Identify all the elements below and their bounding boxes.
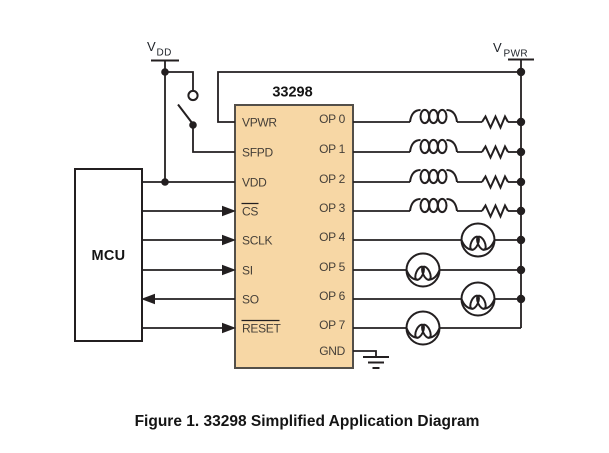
lamp-load-op4 (353, 222, 521, 258)
pin-label-op6: OP 6 (319, 289, 346, 303)
pin-label-reset: RESET (242, 322, 281, 336)
lamp-load-op5 (353, 252, 521, 288)
mcu-label: MCU (92, 248, 126, 264)
si-wire (142, 264, 236, 276)
vdd-supply: V DD (147, 39, 179, 186)
arrowhead-left (141, 293, 155, 305)
vdd-label-sub: DD (157, 48, 172, 59)
switch-pole-dot (189, 121, 197, 129)
lamp-icon (460, 222, 496, 258)
sclk-wire (142, 234, 236, 246)
lamp-load-op7 (353, 310, 521, 346)
so-wire (141, 293, 235, 305)
chip-33298-box (234, 104, 354, 369)
vpwr-supply: V PWR (493, 40, 534, 328)
lamp-load-op6 (353, 281, 521, 317)
sfpd-wire (192, 126, 235, 153)
inductor-resistor-load-op1 (352, 138, 522, 159)
sfpd-switch (165, 71, 235, 153)
lamp-icon (405, 252, 441, 288)
switch-blade (177, 103, 194, 125)
figure-caption: Figure 1. 33298 Simplified Application D… (135, 413, 480, 430)
inductor-resistor-load-op0 (352, 108, 522, 129)
pin-label-so: SO (242, 293, 259, 307)
arrowhead-right (222, 234, 236, 246)
vpwr-label: V (493, 40, 502, 55)
chip-title: 33298 (272, 85, 312, 101)
pin-label-cs: CS (242, 205, 258, 219)
vdd-label: V (147, 39, 156, 54)
inductor-resistor-load-op3 (352, 197, 522, 218)
arrowhead-right (222, 205, 236, 217)
switch-contact-circle (187, 89, 199, 102)
pin-label-gnd: GND (319, 344, 345, 358)
chip-left-pin-labels: VPWR SFPD VDD CS SCLK SI SO RESET (241, 116, 282, 336)
pin-label-op5: OP 5 (319, 260, 346, 274)
vpwr-label-sub: PWR (504, 49, 529, 60)
lamp-icon (460, 281, 496, 317)
vpwr-rail-junction-dots (516, 117, 526, 304)
pin-label-op0: OP 0 (319, 112, 346, 126)
switch-feed-wire (165, 71, 194, 91)
lamp-icon (405, 310, 441, 346)
pin-label-op1: OP 1 (319, 142, 346, 156)
vpwr-pin-wire (217, 71, 521, 123)
pin-label-sfpd: SFPD (242, 146, 273, 160)
pin-label-sclk: SCLK (242, 234, 272, 248)
chip-right-pin-labels: OP 0 OP 1 OP 2 OP 3 OP 4 OP 5 OP 6 OP 7 … (319, 112, 346, 358)
pin-label-vdd: VDD (242, 176, 267, 190)
junction-dot (516, 67, 526, 77)
arrowhead-right (222, 264, 236, 276)
reset-wire (142, 322, 236, 334)
ground-symbol (353, 350, 389, 369)
arrowhead-right (222, 322, 236, 334)
pin-label-op4: OP 4 (319, 230, 346, 244)
pin-label-op3: OP 3 (319, 201, 346, 215)
pin-label-si: SI (242, 264, 253, 278)
inductor-resistor-load-op2 (352, 168, 522, 189)
mcu-box (74, 168, 143, 342)
pin-label-vpwr: VPWR (242, 116, 277, 130)
pin-label-op7: OP 7 (319, 318, 346, 332)
cs-wire (142, 205, 236, 217)
pin-label-op2: OP 2 (319, 172, 346, 186)
